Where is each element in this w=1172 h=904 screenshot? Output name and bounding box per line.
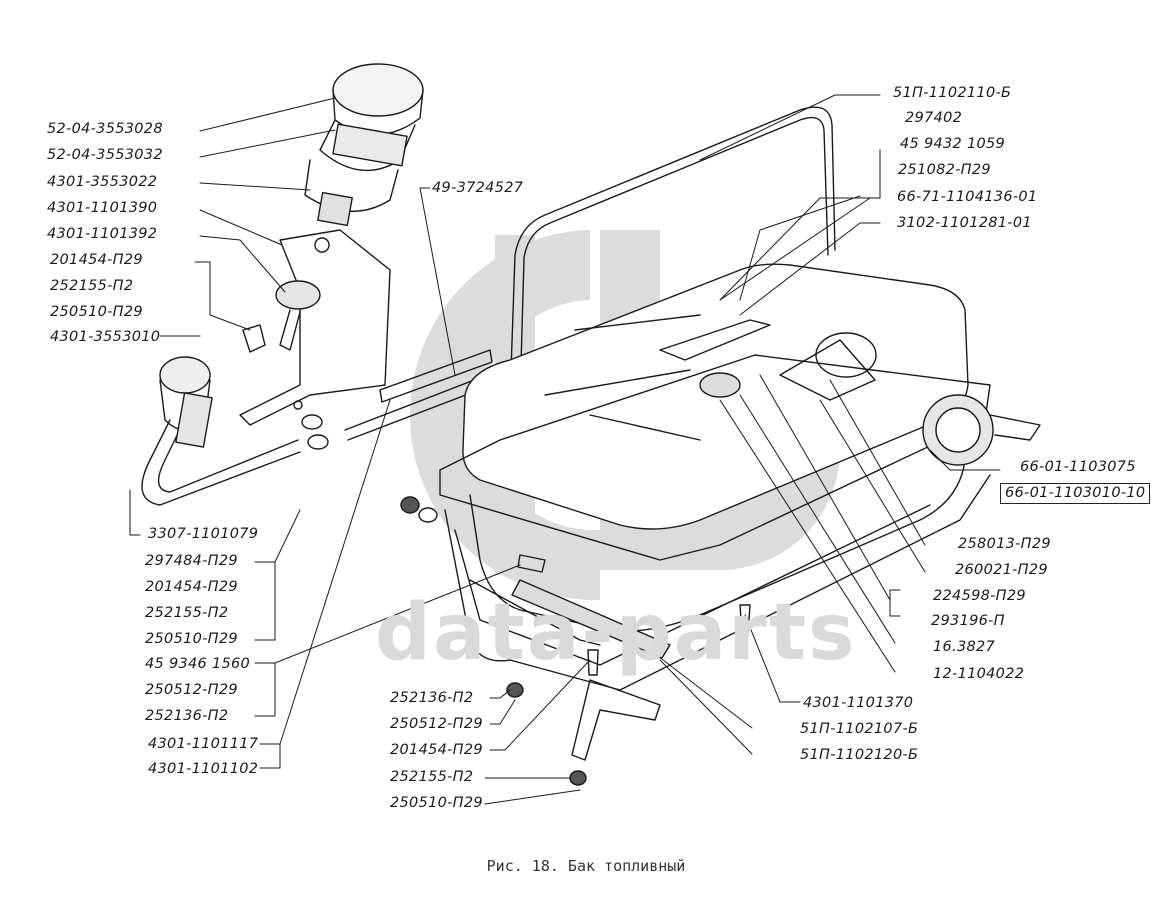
bolt	[739, 604, 751, 621]
bolt	[587, 649, 599, 676]
part-label: 3102-1101281-01	[897, 215, 1032, 231]
part-label: 293196-П	[931, 613, 1005, 629]
part-label: 224598-П29	[933, 588, 1026, 604]
part-label: 16.3827	[933, 639, 996, 655]
neck-fitting	[242, 280, 321, 353]
part-label: 4301-1101102	[148, 761, 259, 777]
filler-bracket	[239, 229, 391, 426]
fuel-tank	[439, 263, 991, 632]
part-label: 51П-1102120-Б	[800, 747, 919, 763]
insulating-strip	[511, 579, 671, 659]
part-label: 3307-1101079	[148, 526, 259, 542]
part-label: 4301-1101117	[148, 736, 259, 752]
part-label: 252155-П2	[145, 605, 229, 621]
part-label: 252155-П2	[390, 769, 474, 785]
part-label: 4301-1101392	[47, 226, 158, 242]
part-label: 250512-П29	[145, 682, 238, 698]
part-label: 12-1104022	[933, 666, 1025, 682]
tank-cradle	[444, 474, 991, 691]
part-label: 49-3724527	[432, 180, 524, 196]
nut	[400, 496, 420, 514]
part-label: 250512-П29	[390, 716, 483, 732]
part-label: 45 9346 1560	[145, 656, 251, 672]
part-label: 260021-П29	[955, 562, 1048, 578]
part-label: 66-01-1103075	[1020, 459, 1136, 475]
part-label: 250510-П29	[390, 795, 483, 811]
bolt	[517, 554, 546, 573]
part-label: 66-01-1103010-10	[1000, 483, 1151, 504]
part-label: 66-71-1104136-01	[897, 189, 1038, 205]
part-label: 297484-П29	[145, 553, 238, 569]
part-label: 250510-П29	[145, 631, 238, 647]
washer	[307, 434, 329, 450]
drain-cap-hose	[141, 356, 301, 506]
part-label: 52-04-3553032	[47, 147, 163, 163]
nut	[506, 682, 524, 698]
support-bracket	[571, 679, 661, 761]
part-label: 45 9432 1059	[900, 136, 1006, 152]
nut	[569, 770, 587, 786]
figure-caption: Рис. 18. Бак топливный	[486, 857, 686, 875]
part-label: 250510-П29	[50, 304, 143, 320]
leader-lines	[129, 94, 1001, 805]
watermark-text: data-parts	[375, 588, 857, 678]
washer	[418, 507, 438, 523]
part-label: 252136-П2	[390, 690, 474, 706]
part-label: 252136-П2	[145, 708, 229, 724]
part-label: 51П-1102107-Б	[800, 721, 919, 737]
part-label: 201454-П29	[390, 742, 483, 758]
part-label: 201454-П29	[50, 252, 143, 268]
part-label: 258013-П29	[958, 536, 1051, 552]
fuel-level-sensor	[922, 394, 1041, 466]
washer	[301, 414, 323, 430]
part-label: 4301-1101390	[47, 200, 158, 216]
part-label: 251082-П29	[898, 162, 991, 178]
part-label: 297402	[905, 110, 963, 126]
vent-tube	[509, 106, 836, 401]
part-label: 52-04-3553028	[47, 121, 163, 137]
filler-cap	[304, 63, 424, 227]
part-label: 4301-1101370	[803, 695, 914, 711]
part-label: 4301-3553022	[47, 174, 158, 190]
part-label: 51П-1102110-Б	[893, 85, 1012, 101]
part-label: 4301-3553010	[50, 329, 161, 345]
part-label: 201454-П29	[145, 579, 238, 595]
part-label: 252155-П2	[50, 278, 134, 294]
